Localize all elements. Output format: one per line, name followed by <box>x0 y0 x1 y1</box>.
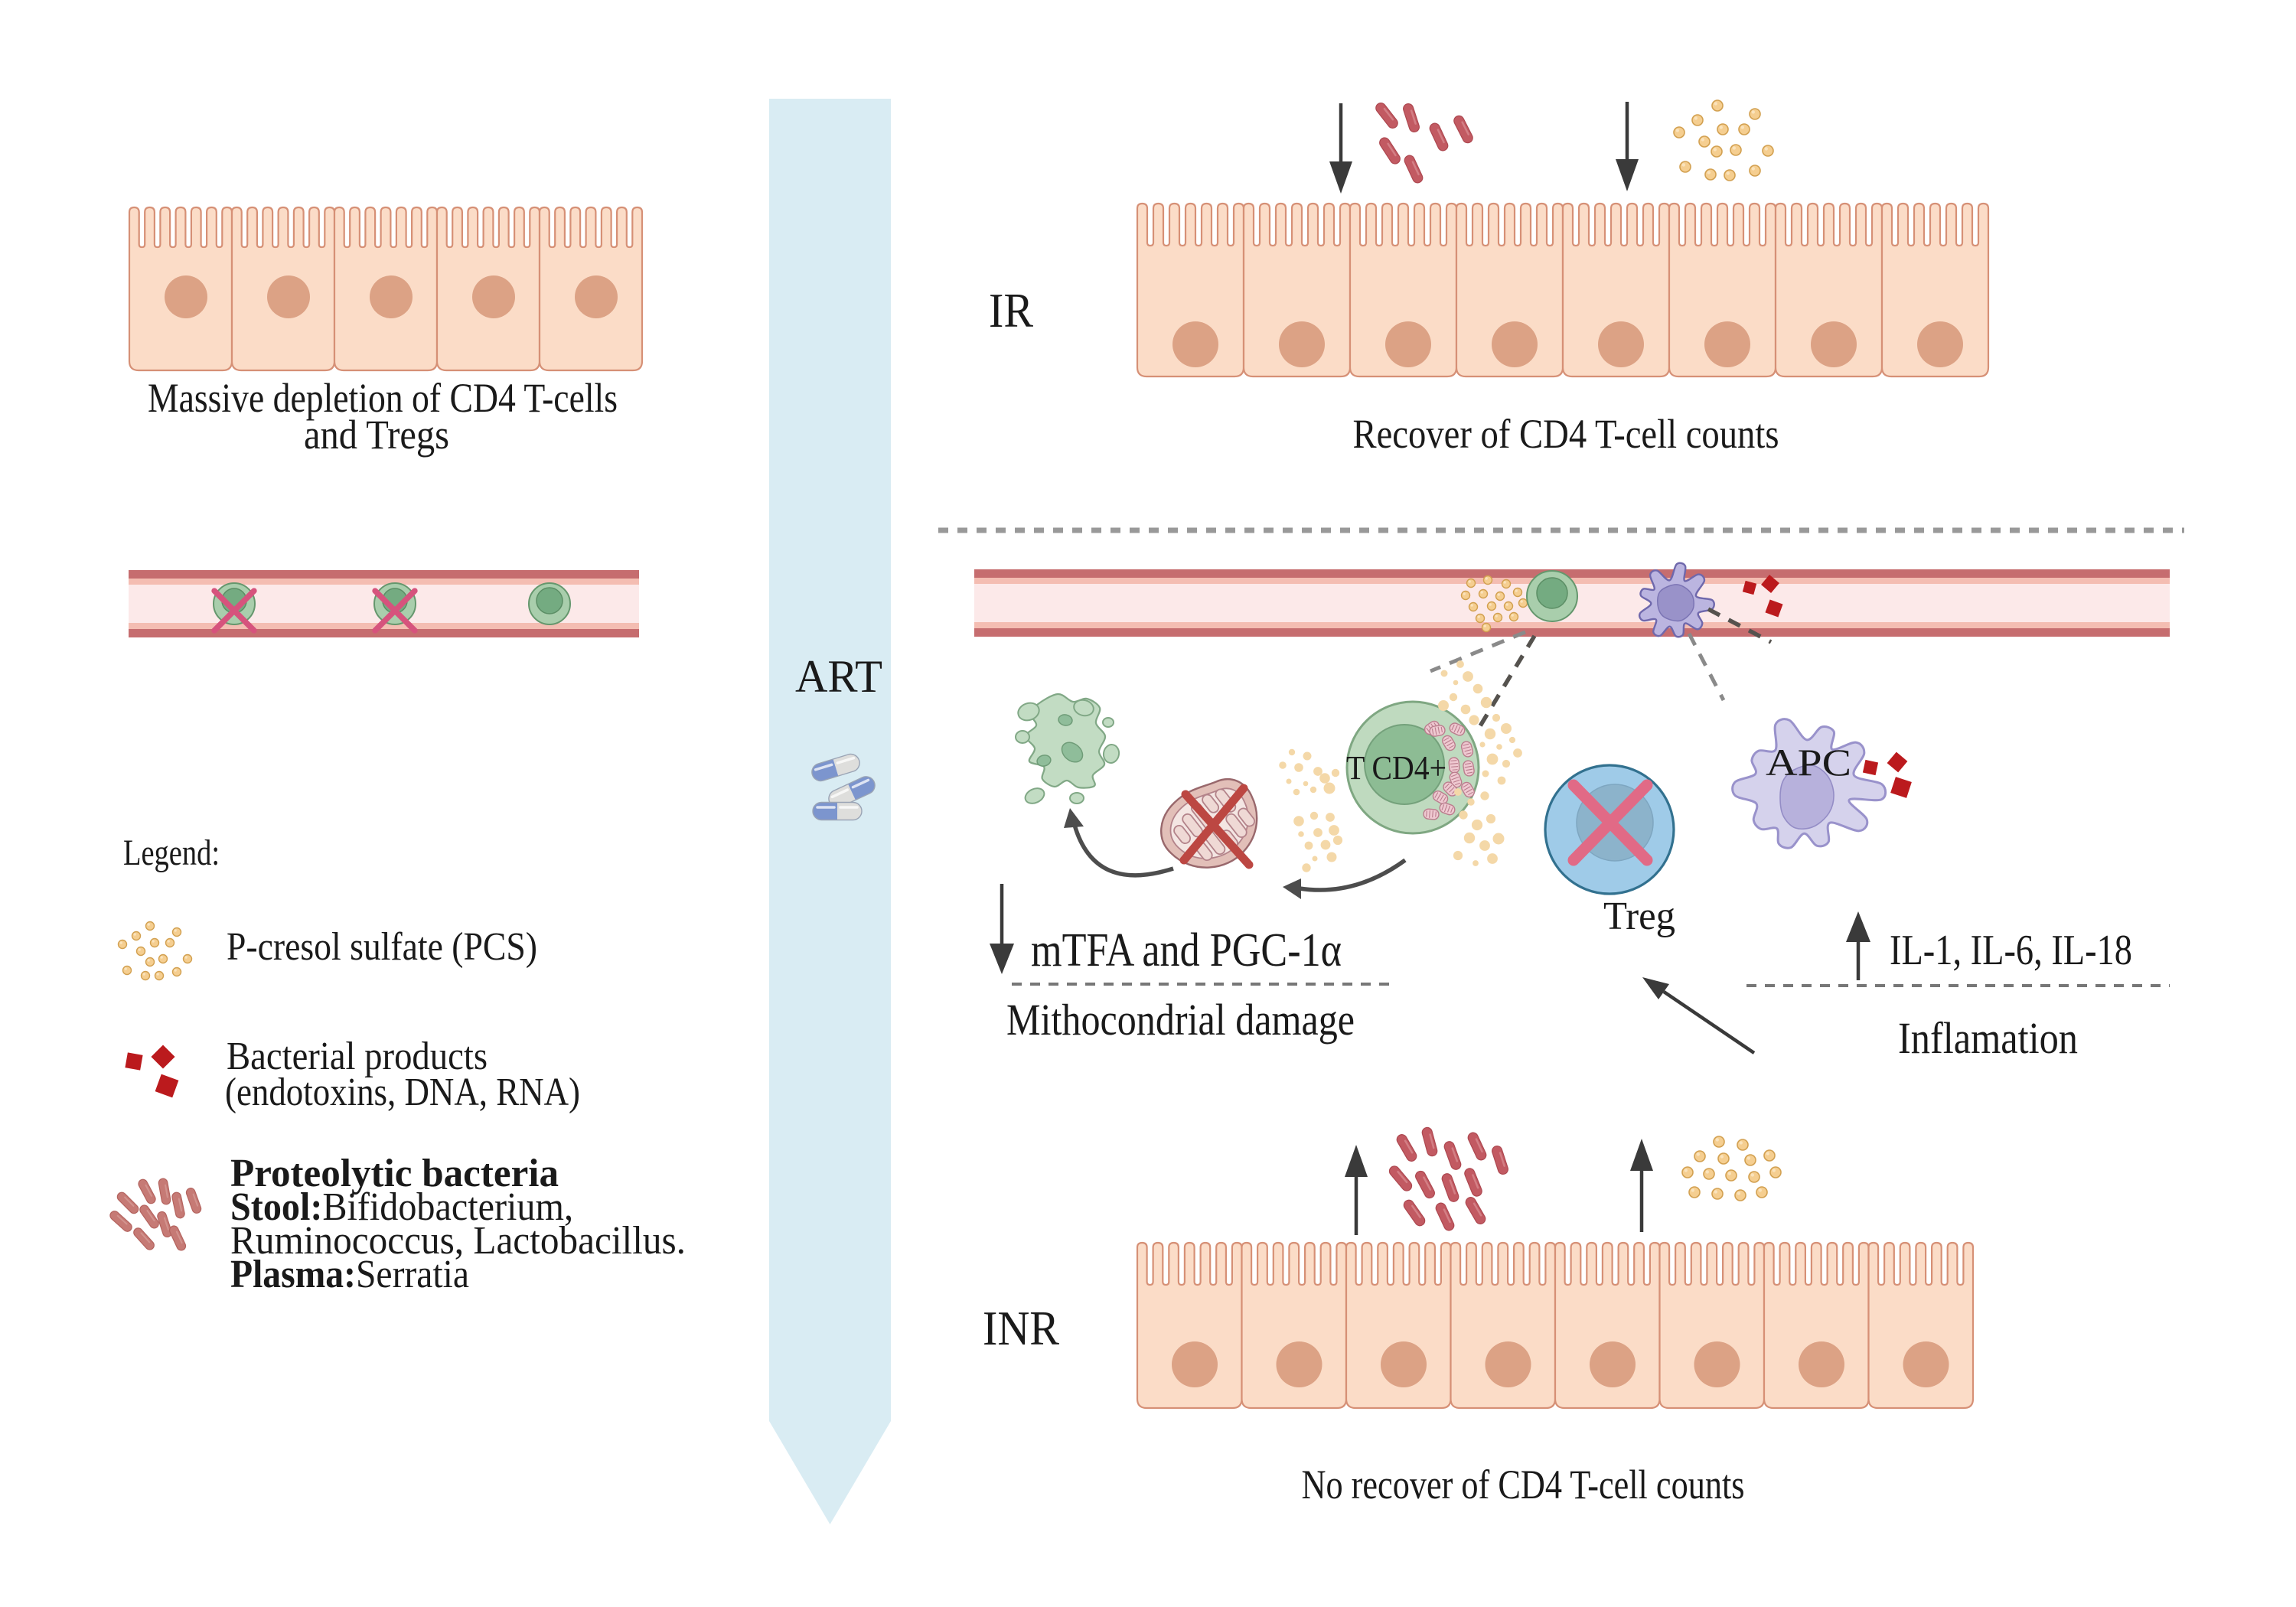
svg-text:Legend:: Legend: <box>123 833 220 873</box>
svg-text:Recover of CD4 T-cell counts: Recover of CD4 T-cell counts <box>1353 411 1779 457</box>
svg-text:Plasma:Serratia: Plasma:Serratia <box>230 1253 469 1296</box>
svg-text:IR: IR <box>989 284 1033 337</box>
svg-text:ART: ART <box>795 651 882 702</box>
svg-text:Mithocondrial damage: Mithocondrial damage <box>1006 995 1355 1045</box>
svg-text:APC: APC <box>1766 741 1851 784</box>
svg-text:No recover of CD4 T-cell count: No recover of CD4 T-cell counts <box>1302 1462 1745 1508</box>
svg-text:IL-1, IL-6, IL-18: IL-1, IL-6, IL-18 <box>1890 927 2132 974</box>
svg-text:Bacterial products: Bacterial products <box>227 1035 488 1078</box>
svg-text:Inflamation: Inflamation <box>1898 1013 2078 1063</box>
svg-text:Ruminococcus, Lactobacillus.: Ruminococcus, Lactobacillus. <box>230 1219 686 1263</box>
svg-text:(endotoxins, DNA, RNA): (endotoxins, DNA, RNA) <box>225 1071 580 1114</box>
svg-text:Proteolytic bacteria: Proteolytic bacteria <box>230 1152 559 1195</box>
svg-text:Treg: Treg <box>1603 895 1675 938</box>
svg-text:Massive depletion of CD4 T-cel: Massive depletion of CD4 T-cells <box>148 375 618 421</box>
svg-text:mTFA and PGC-1α: mTFA and PGC-1α <box>1031 924 1342 976</box>
svg-text:T CD4+: T CD4+ <box>1346 749 1446 787</box>
svg-text:INR: INR <box>983 1302 1059 1355</box>
svg-text:Stool:Bifidobacterium,: Stool:Bifidobacterium, <box>230 1185 573 1229</box>
svg-text:and Tregs: and Tregs <box>304 412 449 458</box>
svg-text:P-cresol sulfate (PCS): P-cresol sulfate (PCS) <box>227 925 537 969</box>
